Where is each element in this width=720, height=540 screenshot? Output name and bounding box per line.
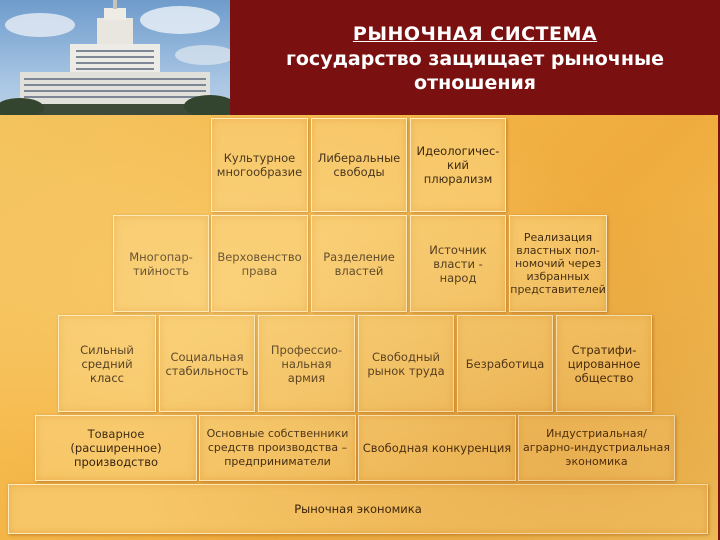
block-free-competition: Свободная конкуренция	[358, 415, 516, 481]
block-rule-of-law: Верховенство права	[211, 215, 308, 312]
block-entrepreneurs: Основные собственники средств производст…	[199, 415, 356, 481]
block-ideological-pluralism: Идеологичес- кий плюрализм	[410, 118, 506, 212]
block-professional-army: Профессио- нальная армия	[258, 315, 355, 412]
block-unemployment: Безработица	[457, 315, 553, 412]
block-free-labor-market: Свободный рынок труда	[358, 315, 454, 412]
block-market-economy: Рыночная экономика	[8, 484, 708, 534]
slide-subtitle: государство защищает рыночные отношения	[285, 48, 665, 94]
pyramid-background: Культурное многообразие Либеральные своб…	[0, 115, 718, 540]
slide-title: РЫНОЧНАЯ СИСТЕМА	[352, 23, 598, 45]
block-separation-of-powers: Разделение властей	[311, 215, 407, 312]
title-area: РЫНОЧНАЯ СИСТЕМА государство защищает ры…	[230, 0, 720, 118]
block-liberal-freedoms: Либеральные свободы	[311, 118, 407, 212]
block-industrial-economy: Индустриальная/ аграрно-индустриальная э…	[518, 415, 675, 481]
block-stratified-society: Стратифи- цированное общество	[556, 315, 652, 412]
block-middle-class: Сильный средний класс	[58, 315, 156, 412]
block-social-stability: Социальная стабильность	[159, 315, 255, 412]
block-elected-representatives: Реализация властных пол- номочий через и…	[509, 215, 607, 312]
block-commodity-production: Товарное (расширенное) производство	[35, 415, 197, 481]
block-cultural-diversity: Культурное многообразие	[211, 118, 308, 212]
block-multiparty: Многопар- тийность	[113, 215, 209, 312]
block-people-source-of-power: Источник власти - народ	[410, 215, 506, 312]
